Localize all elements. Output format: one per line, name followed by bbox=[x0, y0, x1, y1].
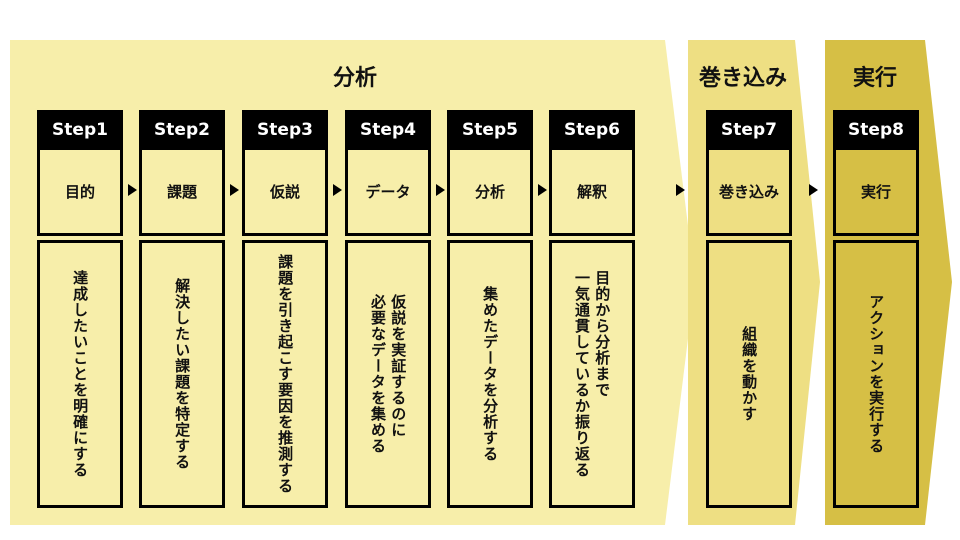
step6-description-line2: 一気通貫しているか振り返る bbox=[573, 270, 591, 478]
step4-description-text: 仮説を実証するのに 必要なデータを集める bbox=[368, 294, 409, 454]
step4-name: データ bbox=[345, 150, 431, 236]
step7-description: 組織を動かす bbox=[706, 240, 792, 508]
step6-description-line1: 目的から分析まで bbox=[593, 270, 612, 398]
step3-header: Step3 bbox=[242, 110, 328, 150]
step2-description: 解決したい課題を特定する bbox=[139, 240, 225, 508]
step6-description: 目的から分析まで 一気通貫しているか振り返る bbox=[549, 240, 635, 508]
step1-description-text: 達成したいことを明確にする bbox=[71, 270, 90, 478]
step6-name: 解釈 bbox=[549, 150, 635, 236]
step8-description-text: アクションを実行する bbox=[867, 294, 886, 454]
step3-description: 課題を引き起こす要因を推測する bbox=[242, 240, 328, 508]
phase-title-execute: 実行 bbox=[852, 66, 897, 91]
step8-description: アクションを実行する bbox=[833, 240, 919, 508]
step2-name: 課題 bbox=[139, 150, 225, 236]
step4-description-line1: 仮説を実証するのに bbox=[389, 294, 408, 438]
arrow-2-3 bbox=[230, 184, 239, 196]
step1-name: 目的 bbox=[37, 150, 123, 236]
arrow-7-8 bbox=[809, 184, 818, 196]
step1-description: 達成したいことを明確にする bbox=[37, 240, 123, 508]
step4-header: Step4 bbox=[345, 110, 431, 150]
arrow-1-2 bbox=[128, 184, 137, 196]
step5-name: 分析 bbox=[447, 150, 533, 236]
step5-header: Step5 bbox=[447, 110, 533, 150]
step8-header: Step8 bbox=[833, 110, 919, 150]
step1-header: Step1 bbox=[37, 110, 123, 150]
arrow-3-4 bbox=[333, 184, 342, 196]
step2-description-text: 解決したい課題を特定する bbox=[173, 278, 192, 470]
step4-description: 仮説を実証するのに 必要なデータを集める bbox=[345, 240, 431, 508]
step5-description: 集めたデータを分析する bbox=[447, 240, 533, 508]
step7-header: Step7 bbox=[706, 110, 792, 150]
step6-description-text: 目的から分析まで 一気通貫しているか振り返る bbox=[572, 270, 613, 478]
arrow-5-6 bbox=[538, 184, 547, 196]
step7-description-text: 組織を動かす bbox=[740, 326, 759, 422]
arrow-6-7 bbox=[676, 184, 685, 196]
step7-name: 巻き込み bbox=[706, 150, 792, 236]
step3-name: 仮説 bbox=[242, 150, 328, 236]
step4-description-line2: 必要なデータを集める bbox=[369, 294, 387, 454]
phase-title-analysis: 分析 bbox=[332, 66, 377, 91]
step6-header: Step6 bbox=[549, 110, 635, 150]
step8-name: 実行 bbox=[833, 150, 919, 236]
step3-description-text: 課題を引き起こす要因を推測する bbox=[276, 254, 295, 494]
step2-header: Step2 bbox=[139, 110, 225, 150]
phase-title-involve: 巻き込み bbox=[698, 66, 787, 91]
step5-description-text: 集めたデータを分析する bbox=[481, 286, 500, 462]
arrow-4-5 bbox=[436, 184, 445, 196]
